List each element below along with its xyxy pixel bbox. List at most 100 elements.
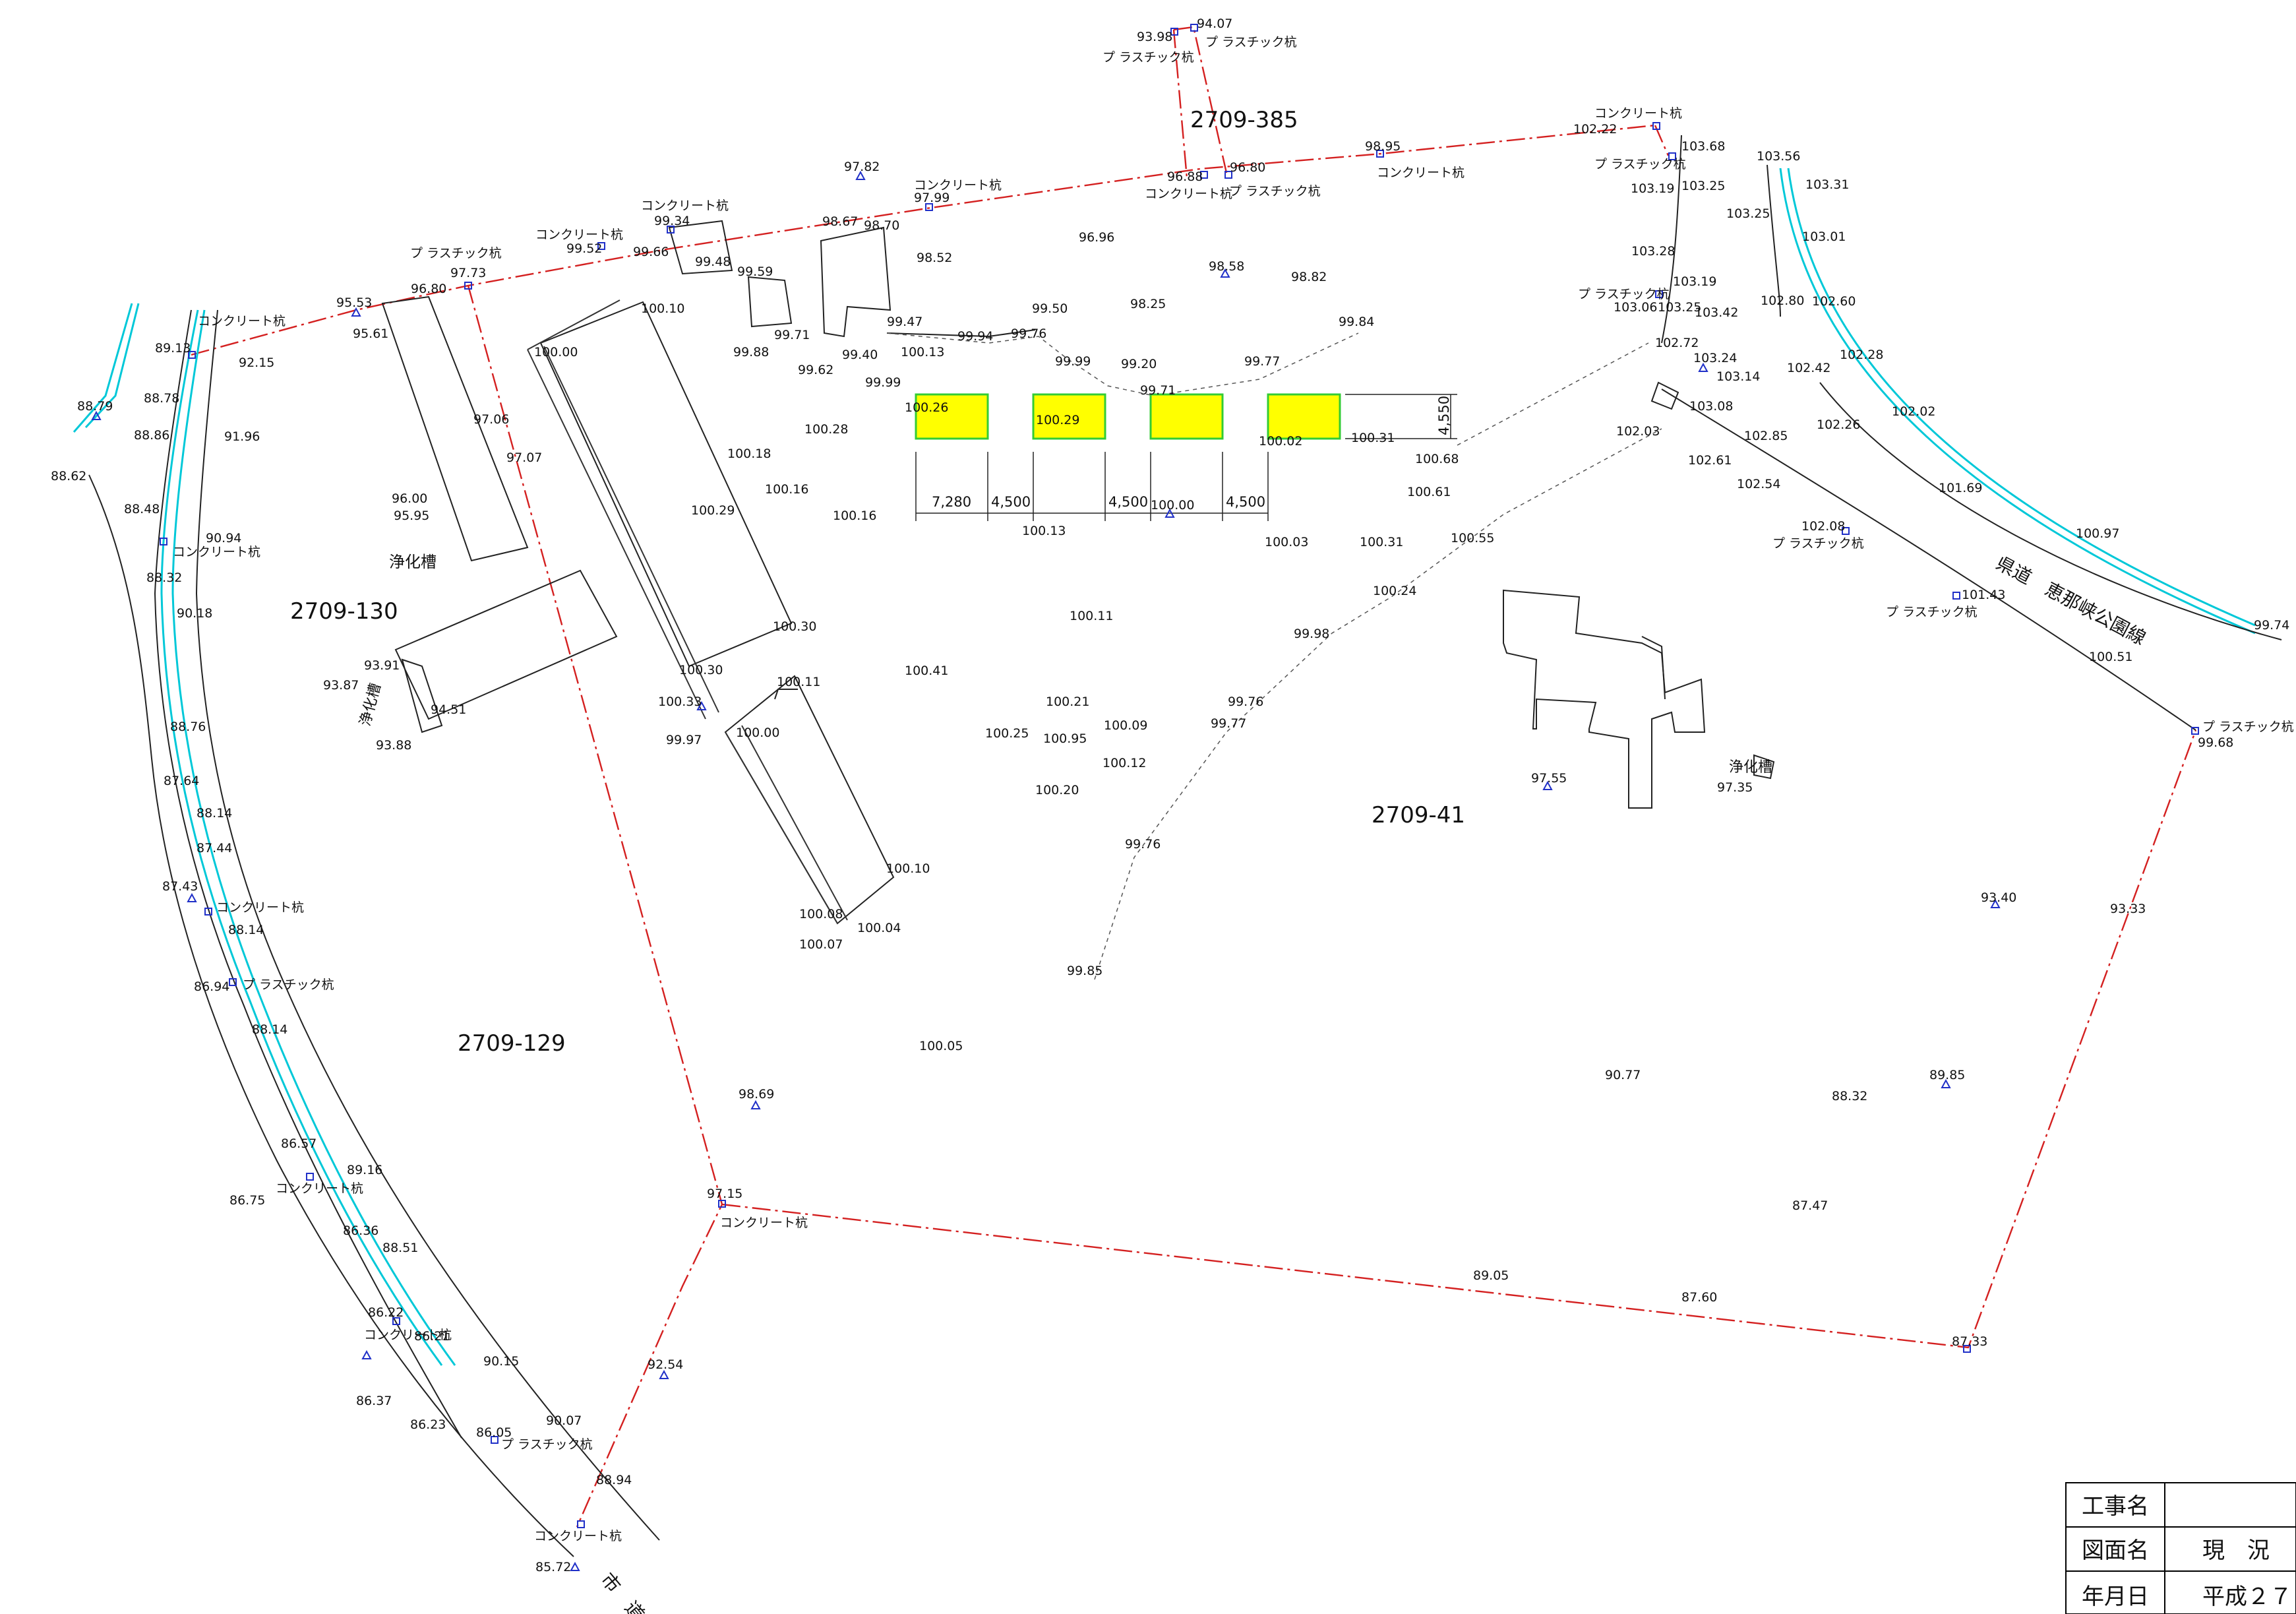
elevation-label: 89.13: [155, 341, 191, 356]
elevation-label: 88.51: [382, 1241, 418, 1255]
elevation-label: 100.07: [799, 937, 843, 952]
parcel-label: 2709-129: [458, 1030, 566, 1057]
title-block-cell: [2164, 1570, 2296, 1614]
title-block: 工事名 図面名 現 況 年月日 平成２７: [2065, 1482, 2296, 1614]
spot-leaders: [886, 332, 1662, 980]
elevation-label: 100.16: [765, 482, 808, 497]
elevation-label: 93.98: [1137, 30, 1172, 44]
elevation-label: 86.75: [229, 1193, 265, 1208]
stake-label: プ ラスチック杭: [1886, 605, 1978, 619]
elevation-label: 98.95: [1365, 139, 1401, 154]
structures: [381, 220, 1775, 925]
stake-label: コンクリート杭: [364, 1328, 452, 1342]
dimension-label: 4,500: [1226, 494, 1265, 510]
elevation-label: 98.67: [822, 214, 858, 229]
elevation-label: 100.13: [901, 345, 944, 359]
elevation-label: 103.25: [1726, 206, 1770, 221]
elevation-label: 97.35: [1717, 780, 1753, 795]
elevation-label: 97.73: [450, 266, 486, 280]
elevation-label: 88.48: [124, 502, 160, 516]
elevation-label: 99.40: [842, 348, 878, 362]
elevation-label: 99.76: [1011, 326, 1046, 341]
drawing-name-value: 現 況: [2202, 1537, 2270, 1564]
elevation-label: 97.55: [1531, 771, 1567, 786]
elevation-label: 102.80: [1761, 294, 1804, 308]
stake-label: コンクリート杭: [1145, 187, 1232, 201]
stake-labels: プ ラスチック杭 プ ラスチック杭 コンクリート杭 プ ラスチック杭 コンクリー…: [173, 35, 2294, 1543]
dimension-label: 4,550: [1436, 396, 1452, 435]
elevation-label: 100.33: [658, 695, 702, 709]
elevation-label: 86.36: [343, 1224, 378, 1238]
elevation-label: 88.14: [228, 923, 264, 937]
road-edges: [88, 135, 2282, 1557]
elevation-label: 97.99: [914, 191, 950, 205]
elevation-label: 103.56: [1757, 149, 1800, 164]
elevation-label: 88.62: [51, 469, 86, 483]
elevation-label: 86.21: [414, 1329, 450, 1344]
elevation-label: 103.42: [1695, 305, 1738, 320]
elevation-label: 100.13: [1022, 524, 1066, 538]
elevation-label: 100.26: [905, 400, 948, 415]
elevation-label: 103.19: [1631, 181, 1674, 196]
elevation-label: 98.82: [1291, 270, 1327, 284]
elevation-label: 86.05: [476, 1425, 512, 1440]
elevation-label: 89.85: [1929, 1068, 1965, 1082]
stake-label: コンクリート杭: [534, 1529, 622, 1543]
title-block-cell: [2164, 1482, 2296, 1528]
stake-label: プ ラスチック杭: [243, 978, 334, 992]
elevation-label: 87.44: [196, 841, 232, 855]
elevation-label: 100.97: [2076, 526, 2119, 541]
elevation-label: 100.30: [773, 619, 816, 634]
elevation-label: 99.76: [1125, 837, 1161, 852]
elevation-label: 102.72: [1655, 336, 1699, 350]
elevation-label: 98.69: [739, 1087, 774, 1102]
elevation-label: 86.37: [356, 1394, 392, 1408]
title-block-cell: [2065, 1526, 2165, 1572]
elevation-label: 103.19: [1673, 274, 1716, 289]
elevation-label: 92.15: [239, 356, 274, 370]
parcel-label: 2709-385: [1190, 107, 1298, 133]
elevation-label: 100.55: [1451, 531, 1494, 545]
elevation-label: 91.96: [224, 429, 260, 444]
elevation-label: 102.02: [1892, 404, 1935, 419]
elevation-label: 96.00: [392, 491, 427, 506]
elevation-label: 101.43: [1962, 588, 2005, 602]
title-block-cell: [2164, 1526, 2296, 1572]
stake-label: コンクリート杭: [720, 1216, 808, 1230]
title-block-cell: [2065, 1570, 2165, 1614]
elevation-label: 94.07: [1197, 16, 1232, 31]
elevation-label: 100.31: [1351, 431, 1395, 445]
septic-tank-label: 浄化槽: [389, 553, 437, 571]
stake-label: プ ラスチック杭: [1772, 536, 1864, 551]
elevation-label: 87.33: [1952, 1334, 1987, 1349]
elevation-label: 96.80: [411, 282, 446, 296]
elevation-label: 103.31: [1805, 177, 1849, 192]
elevation-label: 99.76: [1228, 695, 1263, 709]
stake-label: コンクリート杭: [1377, 166, 1465, 180]
elevation-label: 99.99: [1055, 354, 1091, 369]
elevation-label: 89.05: [1473, 1268, 1509, 1283]
elevation-label: 96.96: [1079, 230, 1114, 245]
elevation-label: 87.60: [1681, 1290, 1717, 1305]
elevation-label: 100.51: [2089, 650, 2132, 664]
elevation-label: 98.25: [1130, 297, 1166, 311]
septic-tank-label: 浄化槽: [1729, 759, 1772, 776]
elevation-label: 103.01: [1802, 230, 1846, 244]
elevation-label: 99.48: [695, 255, 731, 269]
drawing-name-label: 図面名: [2082, 1537, 2149, 1564]
elevation-label: 100.03: [1265, 535, 1308, 549]
elevation-label: 99.47: [887, 315, 922, 329]
elevation-label: 100.00: [534, 345, 578, 359]
elevation-label: 99.71: [1140, 383, 1176, 398]
stake-label: コンクリート杭: [276, 1181, 363, 1196]
elevation-label: 87.64: [164, 774, 199, 788]
dimension-label: 7,280: [932, 494, 971, 510]
elevation-label: 102.42: [1787, 361, 1830, 375]
elevation-label: 99.52: [566, 241, 602, 256]
elevation-label: 100.10: [886, 861, 930, 876]
elevation-label: 86.94: [194, 979, 229, 994]
elevation-label: 102.22: [1573, 122, 1617, 137]
elevation-label: 100.08: [799, 907, 843, 921]
elevation-label: 100.10: [641, 301, 684, 316]
elevation-label: 93.33: [2110, 902, 2146, 916]
